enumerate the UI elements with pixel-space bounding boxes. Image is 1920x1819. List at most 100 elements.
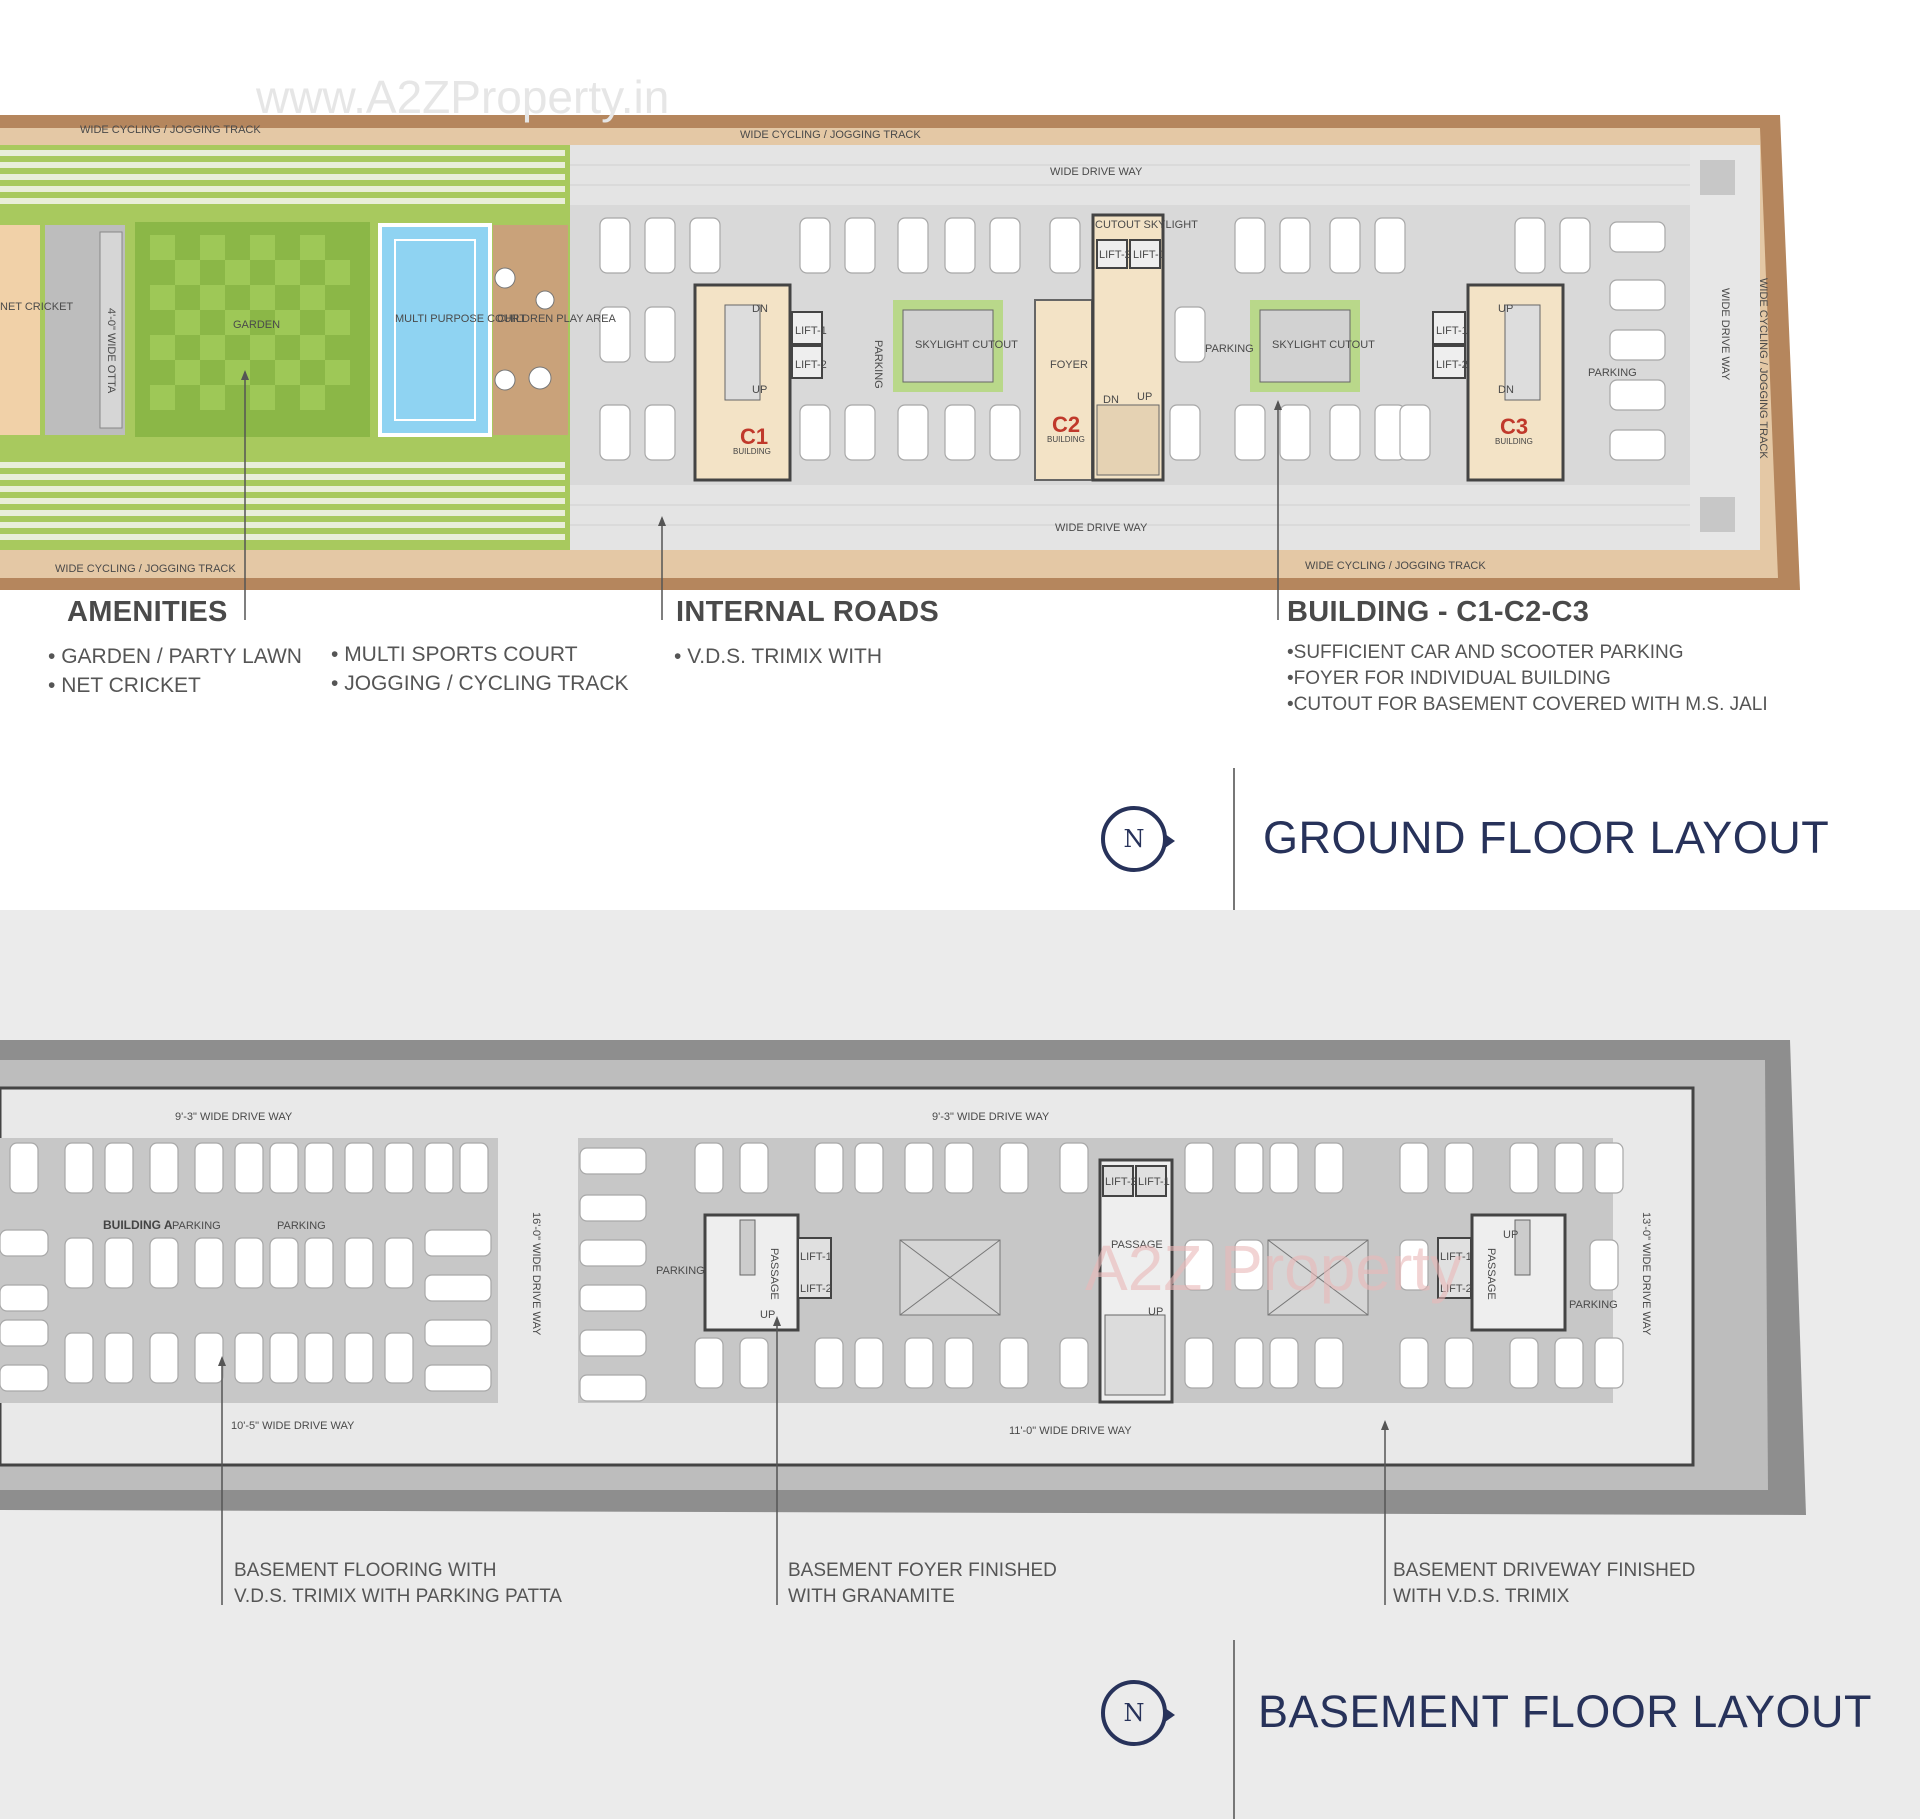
ground-parked-cars	[599, 217, 1666, 461]
amenities-heading: AMENITIES	[67, 596, 228, 628]
parked-car	[944, 404, 976, 461]
note-line: BASEMENT FOYER FINISHED	[788, 1560, 1057, 1581]
parked-car	[599, 217, 631, 274]
parked-car	[799, 217, 831, 274]
parked-car	[1609, 279, 1666, 311]
internal-roads-heading: INTERNAL ROADS	[676, 596, 940, 628]
label-up-c3: UP	[1498, 303, 1513, 315]
label-parking-3: PARKING	[1588, 367, 1637, 379]
roads-item: V.D.S. TRIMIX WITH	[674, 642, 882, 671]
label-drive-right: WIDE DRIVE WAY	[1719, 288, 1731, 381]
label-up-c2: UP	[1137, 391, 1152, 403]
building-item: •SUFFICIENT CAR AND SCOOTER PARKING	[1287, 642, 1684, 663]
label-jogging-tl: WIDE CYCLING / JOGGING TRACK	[80, 124, 261, 136]
ground-floor-plan: WIDE CYCLING / JOGGING TRACK WIDE CYCLIN…	[0, 115, 1800, 620]
note-line: WITH V.D.S. TRIMIX	[1393, 1586, 1570, 1607]
label-building-c3: BUILDING	[1495, 437, 1533, 446]
building-list: •SUFFICIENT CAR AND SCOOTER PARKING •FOY…	[1287, 640, 1768, 718]
label-lift1-c1: LIFT-1	[795, 325, 827, 337]
label-parking-1: PARKING	[872, 340, 884, 389]
label-lift1-c2: LIFT-1	[1133, 249, 1165, 261]
basement-note-1: BASEMENT FLOORING WITH V.D.S. TRIMIX WIT…	[234, 1558, 562, 1610]
parked-car	[1279, 404, 1311, 461]
children-play-area	[493, 225, 568, 435]
label-up-c1: UP	[752, 384, 767, 396]
parked-car	[989, 404, 1021, 461]
parked-car	[897, 217, 929, 274]
parked-car	[1609, 429, 1666, 461]
building-item: •FOYER FOR INDIVIDUAL BUILDING	[1287, 668, 1611, 689]
parked-car	[1174, 306, 1206, 363]
basement-note-3: BASEMENT DRIVEWAY FINISHED WITH V.D.S. T…	[1393, 1558, 1695, 1610]
amenity-item: MULTI SPORTS COURT	[331, 640, 629, 669]
label-jogging-br: WIDE CYCLING / JOGGING TRACK	[1305, 560, 1486, 572]
label-c3: C3	[1500, 414, 1528, 439]
label-lift2-c1: LIFT-2	[795, 359, 827, 371]
label-lift2-c3: LIFT-2	[1436, 359, 1468, 371]
label-lift1-c3: LIFT-1	[1436, 325, 1468, 337]
parked-car	[1329, 404, 1361, 461]
basement-floor-title: BASEMENT FLOOR LAYOUT	[1258, 1686, 1872, 1737]
amenities-list-2: MULTI SPORTS COURT JOGGING / CYCLING TRA…	[331, 640, 629, 698]
label-dn-c3: DN	[1498, 384, 1514, 396]
amenity-item: GARDEN / PARTY LAWN	[48, 642, 302, 671]
parked-car	[1609, 329, 1666, 361]
internal-roads-list: V.D.S. TRIMIX WITH	[674, 642, 882, 671]
parked-car	[897, 404, 929, 461]
label-parking-2: PARKING	[1205, 343, 1254, 355]
label-skylight-2: SKYLIGHT CUTOUT	[1272, 339, 1375, 351]
parked-car	[689, 217, 721, 274]
parked-car	[1169, 404, 1201, 461]
basement-section-background	[0, 910, 1920, 1819]
label-play-area: CHILDREN PLAY AREA	[497, 313, 616, 325]
note-line: BASEMENT DRIVEWAY FINISHED	[1393, 1560, 1696, 1581]
multi-purpose-court	[378, 223, 492, 437]
title-divider	[1233, 768, 1235, 910]
amenities-list-1: GARDEN / PARTY LAWN NET CRICKET	[48, 642, 302, 700]
label-c2: C2	[1052, 412, 1080, 437]
parked-car	[599, 306, 631, 363]
parked-car	[1559, 217, 1591, 274]
parked-car	[1609, 379, 1666, 411]
basement-north-compass-icon: N	[1101, 1680, 1175, 1746]
parked-car	[1609, 221, 1666, 253]
note-line: V.D.S. TRIMIX WITH PARKING PATTA	[234, 1586, 562, 1607]
parked-car	[1279, 217, 1311, 274]
label-otta: 4'-0" WIDE OTTA	[105, 308, 117, 394]
parked-car	[844, 217, 876, 274]
label-building-c1: BUILDING	[733, 447, 771, 456]
label-foyer: FOYER	[1050, 359, 1088, 371]
parked-car	[1234, 217, 1266, 274]
paver-pattern	[0, 150, 565, 540]
parked-car	[1514, 217, 1546, 274]
label-jogging-bl: WIDE CYCLING / JOGGING TRACK	[55, 563, 236, 575]
parked-car	[1049, 217, 1081, 274]
note-line: WITH GRANAMITE	[788, 1586, 955, 1607]
parked-car	[599, 404, 631, 461]
label-cutout-skylight: CUTOUT SKYLIGHT	[1095, 219, 1198, 231]
parked-car	[799, 404, 831, 461]
basement-title-divider	[1233, 1640, 1235, 1819]
label-garden: GARDEN	[233, 319, 280, 331]
parked-car	[1374, 217, 1406, 274]
label-jogging-tc: WIDE CYCLING / JOGGING TRACK	[740, 129, 921, 141]
north-compass-icon: N	[1101, 806, 1175, 872]
site-watermark: www.A2ZProperty.in	[256, 71, 670, 123]
label-jogging-right: WIDE CYCLING / JOGGING TRACK	[1757, 278, 1769, 459]
building-heading: BUILDING - C1-C2-C3	[1287, 596, 1590, 628]
parked-car	[644, 306, 676, 363]
label-drive-top: WIDE DRIVE WAY	[1050, 166, 1143, 178]
parked-car	[1329, 217, 1361, 274]
ground-floor-title: GROUND FLOOR LAYOUT	[1263, 812, 1830, 863]
amenity-item: NET CRICKET	[48, 671, 302, 700]
net-cricket-area	[0, 225, 40, 435]
parked-car	[1234, 404, 1266, 461]
parked-car	[1399, 404, 1431, 461]
basement-note-2: BASEMENT FOYER FINISHED WITH GRANAMITE	[788, 1558, 1057, 1610]
label-court: MULTI PURPOSE COURT	[395, 313, 526, 325]
label-net-cricket: NET CRICKET	[0, 301, 73, 313]
label-drive-bottom: WIDE DRIVE WAY	[1055, 522, 1148, 534]
amenity-item: JOGGING / CYCLING TRACK	[331, 669, 628, 698]
label-building-c2: BUILDING	[1047, 435, 1085, 444]
label-dn-c1: DN	[752, 303, 768, 315]
